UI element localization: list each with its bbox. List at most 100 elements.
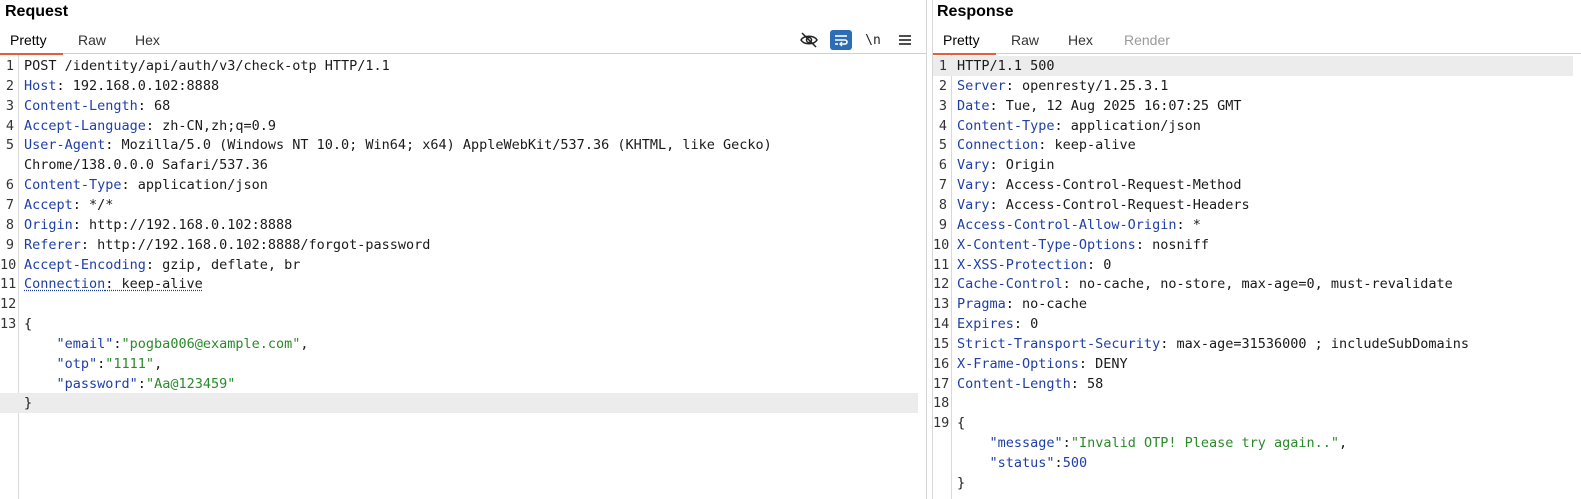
tab-render[interactable]: Render	[1124, 32, 1170, 48]
token-key: Referer	[24, 236, 81, 253]
token-value: : http://192.168.0.102:8888/forgot-passw…	[80, 236, 431, 253]
code-line[interactable]: "otp":"1111",	[0, 354, 918, 374]
code-line[interactable]: 8 Origin: http://192.168.0.102:8888	[0, 215, 918, 235]
line-text: Content-Length: 68	[24, 96, 170, 116]
line-text: Vary: Origin	[957, 155, 1055, 175]
line-text: Strict-Transport-Security: max-age=31536…	[957, 334, 1469, 354]
line-text: }	[957, 473, 965, 493]
token-value: : no-cache, no-store, max-age=0, must-re…	[1062, 276, 1453, 293]
tab-hex[interactable]: Hex	[135, 32, 160, 48]
token-key: Access-Control-Allow-Origin	[957, 216, 1177, 233]
code-line[interactable]: 19{	[933, 413, 1573, 433]
token-key: X-XSS-Protection	[957, 256, 1088, 273]
token-value: :	[113, 335, 122, 352]
code-line[interactable]: Chrome/138.0.0.0 Safari/537.36	[0, 155, 918, 175]
line-number: 3	[5, 97, 14, 114]
token-key: "password"	[24, 375, 138, 392]
code-line[interactable]: "status":500	[933, 453, 1573, 473]
gutter-divider	[951, 55, 952, 499]
code-line[interactable]: }	[0, 393, 918, 414]
line-number: 5	[5, 137, 14, 154]
line-text: HTTP/1.1 500	[957, 56, 1055, 76]
pane-splitter[interactable]	[926, 0, 933, 499]
token-key: Connection	[957, 137, 1039, 154]
line-number: 11	[0, 276, 17, 293]
line-number: 8	[5, 216, 14, 233]
tab-pretty[interactable]: Pretty	[933, 32, 996, 55]
line-number: 13	[933, 296, 950, 313]
code-line[interactable]: 12	[0, 294, 918, 314]
code-line[interactable]: 6 Vary: Origin	[933, 155, 1573, 175]
line-text: Cache-Control: no-cache, no-store, max-a…	[957, 274, 1453, 294]
eye-slash-icon[interactable]	[798, 30, 820, 50]
token-value: : Access-Control-Request-Headers	[989, 196, 1250, 213]
token-value: : max-age=31536000 ; includeSubDomains	[1160, 335, 1470, 352]
code-line[interactable]: 13{	[0, 314, 918, 334]
code-line[interactable]: }	[933, 473, 1573, 493]
code-line[interactable]: "email":"pogba006@example.com",	[0, 334, 918, 354]
line-text: "otp":"1111",	[24, 354, 163, 374]
line-text: X-Content-Type-Options: nosniff	[957, 235, 1209, 255]
code-line[interactable]: "password":"Aa@123459"	[0, 374, 918, 394]
token-value: : 68	[137, 97, 171, 114]
wrap-lines-icon[interactable]	[830, 30, 852, 50]
line-number: 10	[0, 256, 17, 273]
code-line[interactable]: "message":"Invalid OTP! Please try again…	[933, 433, 1573, 453]
newline-icon[interactable]: \n	[865, 32, 881, 48]
token-value: :	[1054, 455, 1063, 471]
token-value: ,	[300, 335, 309, 352]
token-key: Origin	[24, 216, 73, 233]
line-text: }	[24, 393, 32, 413]
tab-pretty[interactable]: Pretty	[0, 32, 63, 55]
tab-raw[interactable]: Raw	[78, 32, 107, 48]
menu-icon[interactable]	[894, 30, 916, 50]
line-number: 4	[5, 117, 14, 134]
code-line[interactable]: 3 Content-Length: 68	[0, 96, 918, 116]
tab-hex[interactable]: Hex	[1068, 32, 1093, 48]
line-number: 1	[938, 58, 947, 74]
line-number: 6	[938, 157, 947, 174]
token-key: Vary	[957, 157, 990, 174]
token-key: Accept	[24, 196, 73, 213]
code-line[interactable]: 1 HTTP/1.1 500	[933, 56, 1573, 76]
line-text: Date: Tue, 12 Aug 2025 16:07:25 GMT	[957, 96, 1241, 116]
response-title: Response	[937, 3, 1014, 20]
line-text: Expires: 0	[957, 314, 1038, 334]
tab-raw[interactable]: Raw	[1011, 32, 1040, 48]
token-key: Vary	[957, 177, 990, 194]
line-number: 2	[938, 77, 947, 94]
token-key: Content-Type	[957, 117, 1055, 134]
token-value: Chrome/138.0.0.0 Safari/537.36	[24, 157, 268, 174]
token-key: Content-Length	[957, 375, 1071, 392]
code-line[interactable]: 18	[933, 393, 1573, 413]
line-text: Connection: keep-alive	[957, 135, 1136, 155]
line-text: Origin: http://192.168.0.102:8888	[24, 215, 292, 235]
token-value: : no-cache	[1005, 296, 1088, 313]
